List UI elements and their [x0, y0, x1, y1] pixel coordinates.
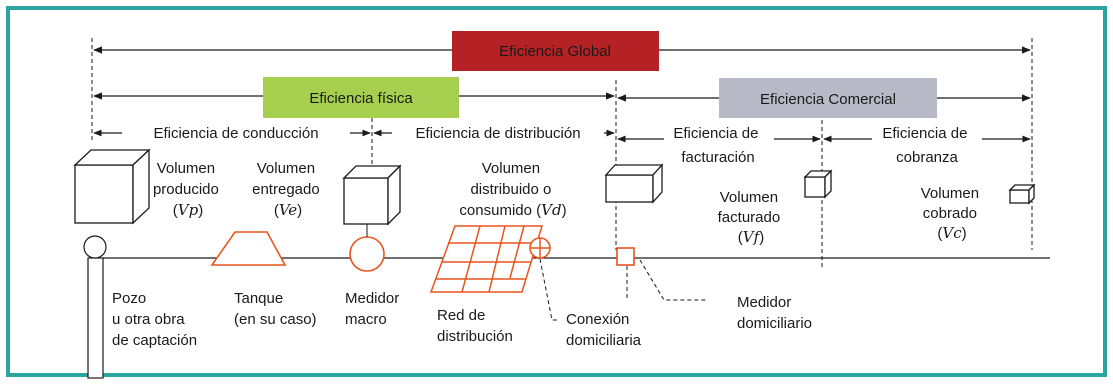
cube-volumen-entregado: [342, 164, 402, 226]
pozo-label: Pozo u otra obra de captación: [112, 290, 197, 349]
red-valve-icon: [529, 237, 551, 259]
commercial-efficiency-band: Eficiencia Comercial: [617, 78, 1031, 118]
conduction-efficiency-label: Eficiencia de conducción: [153, 125, 318, 142]
physical-band-box: [263, 77, 459, 118]
volumen-distribuido-label: Volumen distribuido o consumido (Vd): [459, 160, 566, 219]
red-distribucion-label: Red de distribución: [437, 307, 513, 345]
global-band-box: [452, 31, 659, 71]
volumen-entregado-label: Volumen entregado (Ve): [252, 160, 324, 219]
cube-volumen-distribuido: [604, 163, 664, 204]
global-band-label: Eficiencia Global: [499, 43, 611, 60]
tanque-label: Tanque (en su caso): [234, 290, 317, 328]
collection-efficiency-label: Eficiencia de cobranza: [882, 125, 971, 166]
medidor-macro-icon: [349, 236, 385, 272]
medidor-domiciliario-label: Medidor domiciliario: [737, 294, 812, 332]
diagram-border: [6, 6, 1107, 377]
red-distribucion-icon: [429, 225, 544, 293]
tanque-icon: [210, 231, 287, 266]
commercial-band-label: Eficiencia Comercial: [760, 91, 896, 108]
cube-volumen-cobrado: [1008, 183, 1036, 205]
distribution-efficiency-label: Eficiencia de distribución: [415, 125, 580, 142]
medidor-dom-leader-line: [639, 259, 706, 301]
reference-lines: [91, 38, 1033, 268]
cube-volumen-producido: [73, 148, 151, 225]
billing-efficiency-label: Eficiencia de facturación: [673, 125, 762, 166]
cube-volumen-facturado: [803, 169, 833, 199]
conexion-domiciliaria-icon: [616, 247, 635, 266]
volumen-cobrado-label: Volumen cobrado (Vc): [921, 185, 984, 242]
physical-efficiency-band: Eficiencia física: [93, 77, 615, 118]
medidor-macro-label: Medidor macro: [345, 290, 403, 328]
commercial-band-box: [719, 78, 937, 118]
conexion-domiciliaria-label: Conexión domiciliaria: [566, 311, 642, 349]
physical-band-label: Eficiencia física: [309, 90, 413, 107]
volumen-producido-label: Volumen producido (Vp): [153, 160, 223, 219]
red-leader-line: [539, 258, 558, 321]
pozo-icon: [83, 235, 107, 379]
volumen-facturado-label: Volumen facturado (Vf): [718, 189, 785, 246]
global-efficiency-band: Eficiencia Global: [93, 31, 1031, 71]
